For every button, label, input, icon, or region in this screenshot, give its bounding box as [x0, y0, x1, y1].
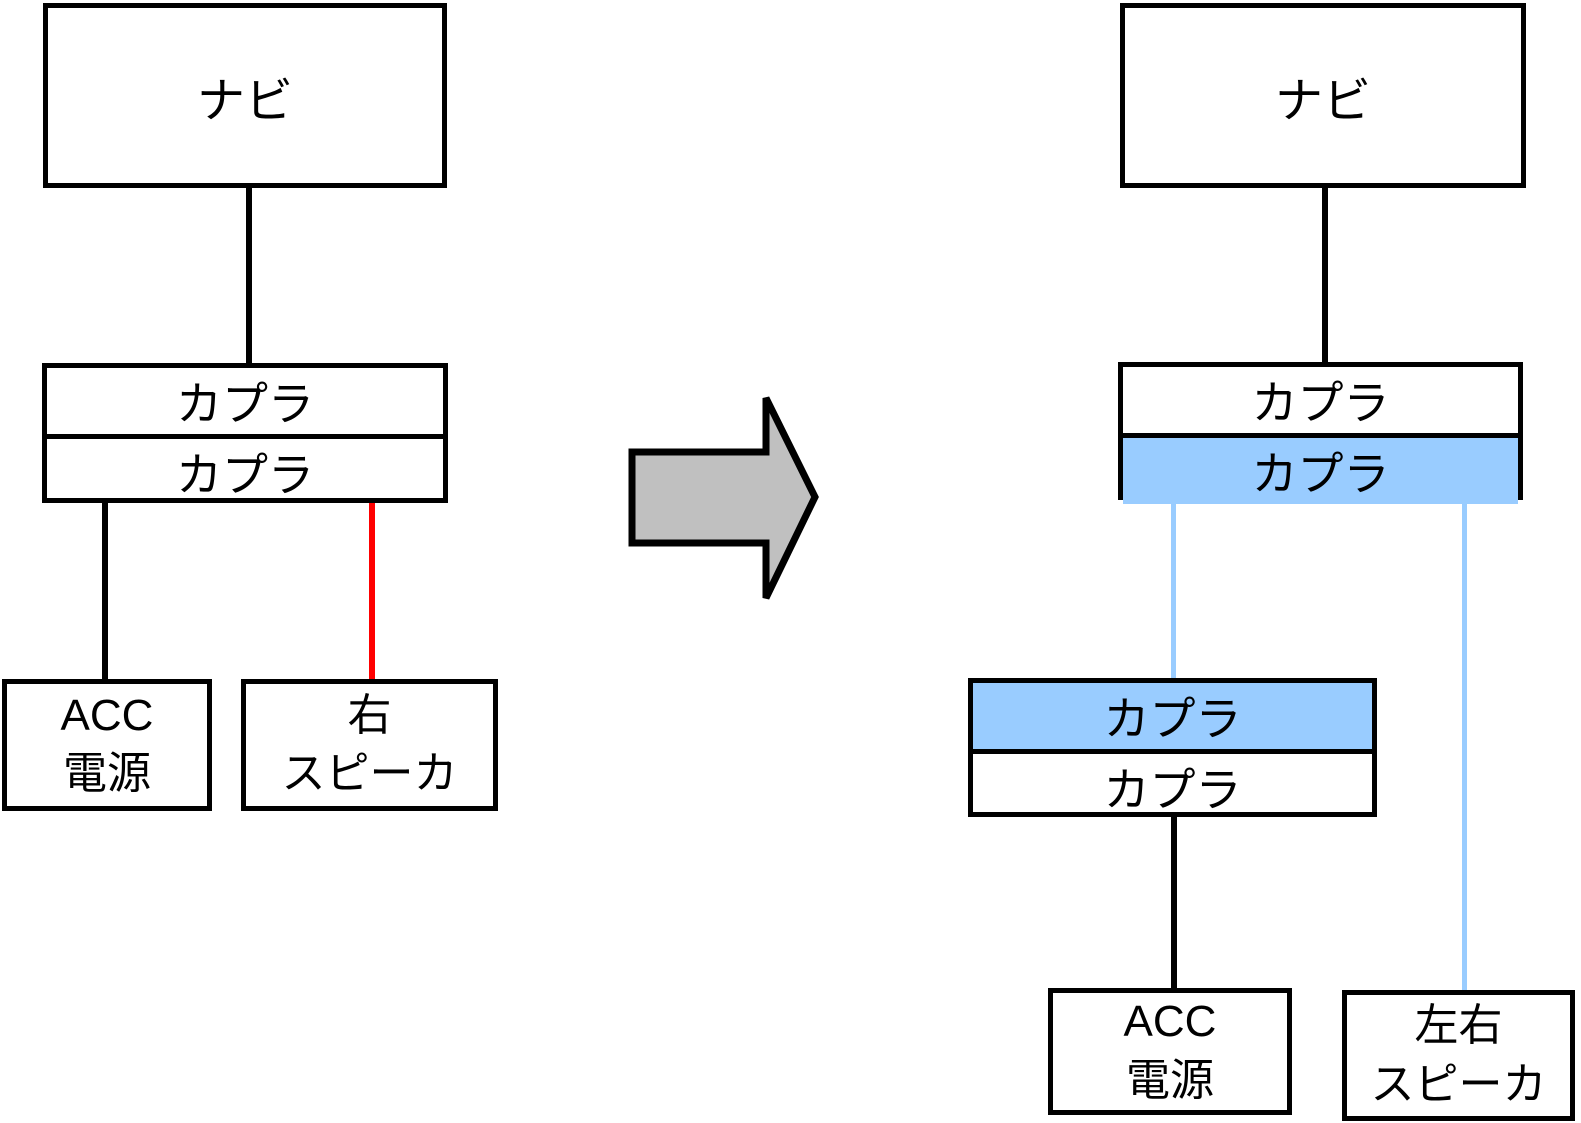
after-speaker-label-line2: スピーカ — [1370, 1059, 1547, 1109]
before-coupler-bottom-label: カプラ — [176, 449, 314, 501]
before-coupler-row-bottom: カプラ — [47, 434, 443, 505]
after-acc-power-box: ACC 電源 — [1048, 988, 1292, 1115]
before-speaker-label-line2: スピーカ — [281, 749, 458, 798]
before-coupler-top-label: カプラ — [176, 378, 314, 430]
after-acc-label-line2: 電源 — [1126, 1055, 1214, 1105]
before-acc-power-label: ACC 電源 — [61, 687, 154, 803]
after-coupler-top-label: カプラ — [1251, 377, 1390, 429]
before-coupler-box: カプラ カプラ — [42, 363, 448, 503]
before-acc-power-box: ACC 電源 — [2, 679, 212, 811]
after-mid-coupler-bottom-label: カプラ — [1103, 764, 1242, 816]
after-coupler-row-bottom-highlighted: カプラ — [1123, 433, 1518, 504]
after-acc-wire — [1171, 812, 1177, 993]
after-mid-coupler-box: カプラ カプラ — [968, 678, 1377, 817]
after-navi-label: ナビ — [1274, 74, 1371, 128]
before-speaker-label-line1: 右 — [347, 690, 392, 740]
before-acc-label-line2: 電源 — [63, 749, 151, 798]
right-arrow-icon — [626, 392, 822, 604]
after-navi-box: ナビ — [1120, 3, 1526, 188]
before-acc-wire — [102, 498, 108, 684]
after-lr-speaker-box: 左右 スピーカ — [1342, 990, 1575, 1121]
after-lr-speaker-label: 左右 スピーカ — [1371, 997, 1547, 1113]
after-coupler-box: カプラ カプラ — [1118, 362, 1523, 504]
after-mid-coupler-top-label: カプラ — [1103, 693, 1242, 745]
before-right-speaker-label: 右 スピーカ — [282, 687, 458, 803]
before-coupler-row-top: カプラ — [47, 368, 443, 434]
after-speaker-label-line1: 左右 — [1414, 1001, 1503, 1051]
after-acc-power-label: ACC 電源 — [1124, 993, 1217, 1109]
after-acc-label-line1: ACC — [1123, 997, 1217, 1047]
before-right-speaker-box: 右 スピーカ — [241, 679, 498, 811]
before-acc-label-line1: ACC — [60, 690, 154, 740]
before-navi-label: ナビ — [196, 74, 293, 128]
right-arrow-shape — [628, 396, 819, 600]
after-coupler-bottom-label: カプラ — [1251, 448, 1390, 500]
before-navi-coupler-wire — [246, 185, 252, 367]
after-coupler-link-wire-blue — [1171, 497, 1176, 681]
before-navi-box: ナビ — [43, 3, 447, 188]
after-navi-coupler-wire — [1322, 185, 1328, 365]
after-mid-coupler-row-top-highlighted: カプラ — [973, 683, 1372, 749]
after-mid-coupler-row-bottom: カプラ — [973, 749, 1372, 820]
before-speaker-wire-red — [369, 498, 375, 684]
after-speaker-wire-blue — [1462, 497, 1467, 993]
after-coupler-row-top: カプラ — [1123, 367, 1518, 433]
